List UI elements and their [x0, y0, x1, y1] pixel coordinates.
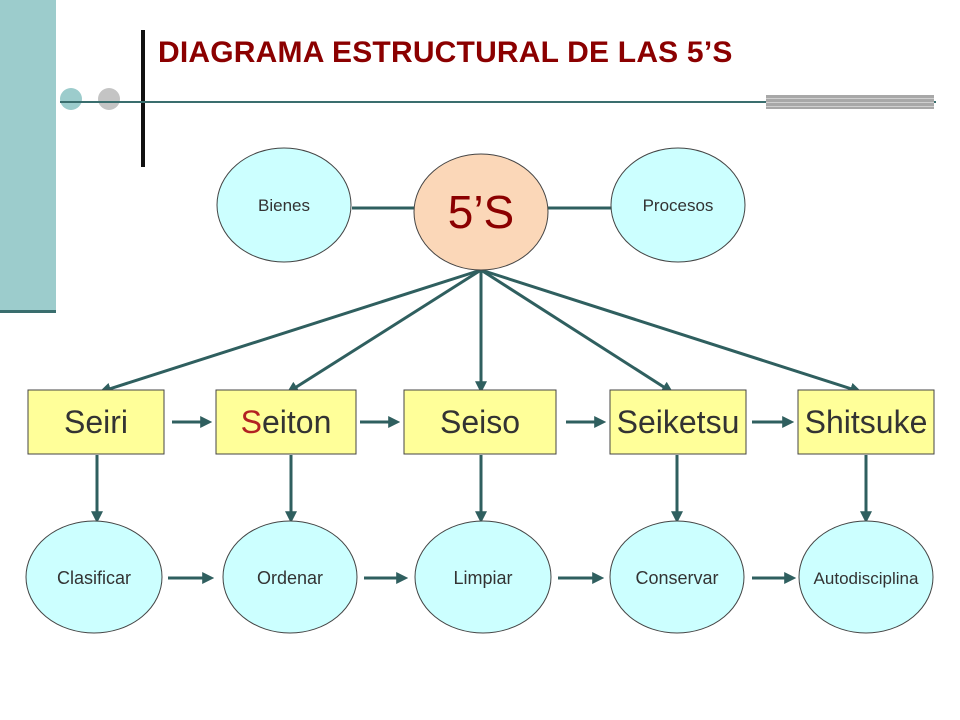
box-seiton-rest: eiton — [262, 404, 331, 440]
action-clasificar-node — [25, 520, 163, 634]
action-limpiar-node — [414, 520, 552, 634]
title-vertical-rule — [141, 30, 145, 167]
box-seiri — [27, 389, 165, 455]
box-seiketsu-rest: Seiketsu — [617, 404, 740, 440]
action-autodisciplina-node — [798, 520, 934, 634]
box-seiketsu — [609, 389, 747, 455]
box-seiso-label: Seiso — [440, 404, 520, 440]
box-seiso-rest: Seiso — [440, 404, 520, 440]
arrow-center-to-shitsuke — [480, 268, 862, 395]
center-label: 5’S — [448, 186, 514, 238]
decorative-side-bar — [0, 0, 56, 312]
bienes-node — [216, 147, 352, 263]
box-seiso — [403, 389, 557, 455]
title-horizontal-rule — [60, 101, 936, 103]
box-shitsuke — [797, 389, 935, 455]
decorative-grey-dot — [98, 88, 120, 110]
box-seiton — [215, 389, 357, 455]
box-seiri-label: Seiri — [64, 404, 128, 440]
box-shitsuke-label: Shitsuke — [805, 404, 928, 440]
box-seiton-first-letter: S — [241, 404, 262, 440]
decorative-side-bar-base — [0, 310, 56, 313]
bienes-label: Bienes — [258, 196, 310, 215]
center-node — [413, 153, 549, 271]
procesos-label: Procesos — [643, 196, 714, 215]
action-conservar-label: Conservar — [635, 568, 718, 588]
decorative-teal-dot — [60, 88, 82, 110]
procesos-node — [610, 147, 746, 263]
arrow-center-to-seiton — [286, 268, 482, 394]
arrow-center-to-seiketsu — [480, 268, 674, 394]
box-shitsuke-rest: Shitsuke — [805, 404, 928, 440]
box-seiri-rest: Seiri — [64, 404, 128, 440]
arrow-center-to-seiri — [98, 268, 482, 395]
decorative-grey-bar — [766, 95, 934, 109]
action-ordenar-node — [222, 520, 358, 634]
box-seiton-label: Seiton — [241, 404, 332, 440]
action-conservar-node — [609, 520, 745, 634]
action-limpiar-label: Limpiar — [453, 568, 512, 588]
action-clasificar-label: Clasificar — [57, 568, 131, 588]
box-seiketsu-label: Seiketsu — [617, 404, 740, 440]
action-ordenar-label: Ordenar — [257, 568, 323, 588]
action-autodisciplina-label: Autodisciplina — [814, 569, 919, 588]
page-title: DIAGRAMA ESTRUCTURAL DE LAS 5’S — [158, 36, 733, 69]
